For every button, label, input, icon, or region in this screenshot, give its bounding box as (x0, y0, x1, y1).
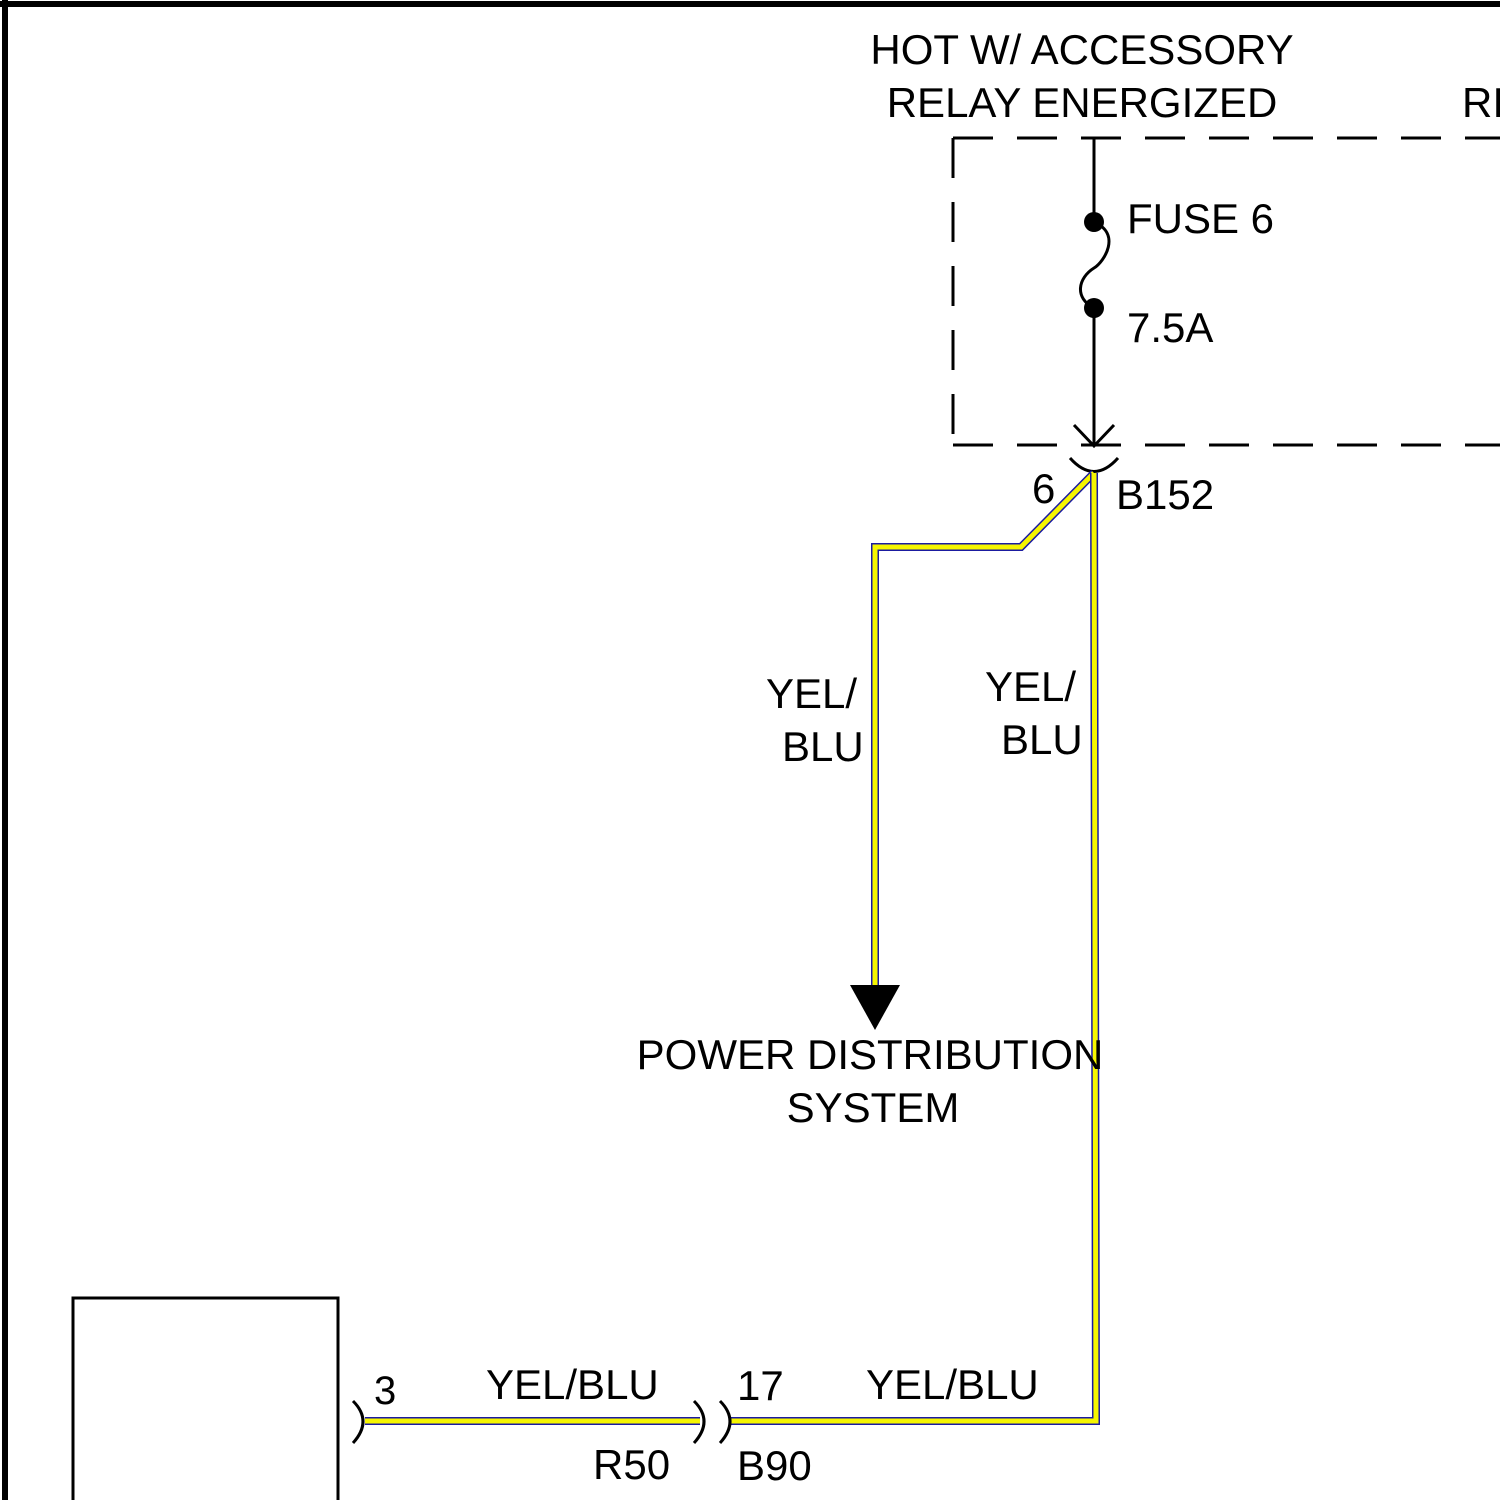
connector-r50-id: R50 (593, 1441, 670, 1488)
connector-b152-receptacle (1070, 458, 1118, 472)
destination-line2: SYSTEM (787, 1084, 960, 1131)
wire-bottom-right-color: YEL/BLU (866, 1361, 1039, 1408)
wire-left-color-line2: BLU (782, 723, 864, 770)
connector-b152-pin: 6 (1032, 465, 1055, 512)
fuse-box-title-line2: RELAY ENERGIZED (887, 79, 1278, 126)
destination-line1: POWER DISTRIBUTION (637, 1031, 1104, 1078)
connector-r50-pin: 3 (374, 1369, 396, 1413)
wire-right-color-line1: YEL/ (985, 663, 1076, 710)
connector-b152-id: B152 (1116, 471, 1214, 518)
connector-component-pin-3 (353, 1401, 363, 1443)
wire-main-run (730, 473, 1096, 1421)
arrow-down-icon (850, 985, 900, 1030)
wire-left-color-line1: YEL/ (766, 670, 857, 717)
component-box (73, 1298, 338, 1500)
wire-bottom-left-color: YEL/BLU (486, 1361, 659, 1408)
adjacent-fuse-box-label: RI (1462, 79, 1500, 126)
wire-right-color-line2: BLU (1001, 716, 1083, 763)
fuse-box-title-line1: HOT W/ ACCESSORY (870, 26, 1293, 73)
fuse-name-label: FUSE 6 (1127, 195, 1274, 242)
fuse-6-symbol (1074, 138, 1114, 446)
fuse-box-outline (953, 138, 1500, 445)
fuse-rating-label: 7.5A (1127, 304, 1213, 351)
connector-b90-id: B90 (737, 1442, 812, 1489)
connector-b90-pin: 17 (737, 1362, 784, 1409)
